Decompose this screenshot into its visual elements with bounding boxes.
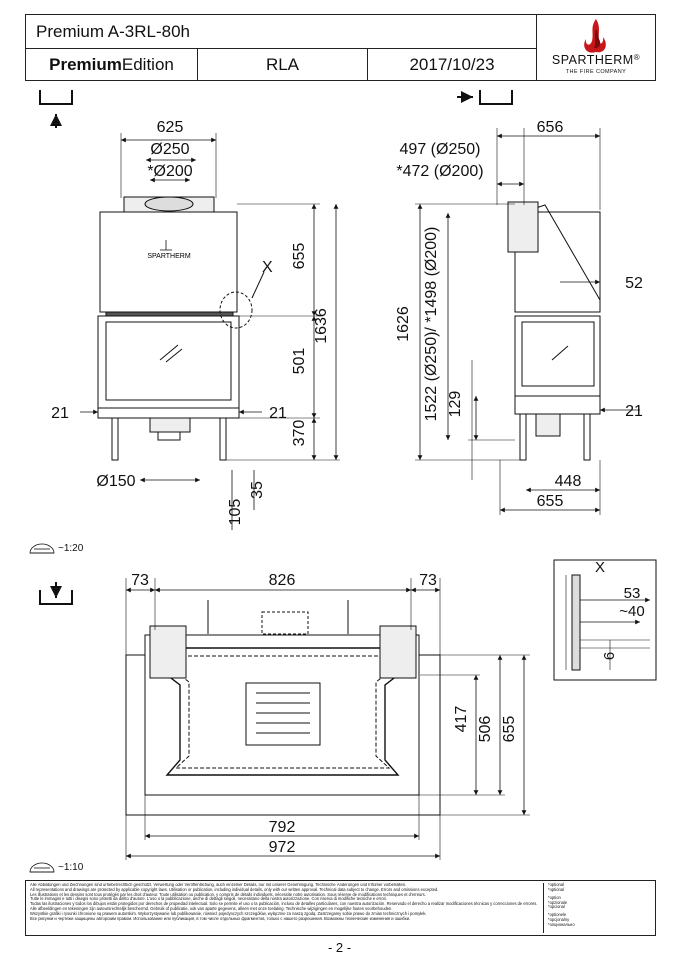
- dim-21-left: 21: [51, 405, 69, 422]
- dim-73-right: 73: [419, 572, 437, 589]
- dim-625: 625: [157, 119, 184, 136]
- dim-497: 497 (Ø250): [400, 141, 481, 158]
- detail-x-label: X: [262, 259, 273, 276]
- plan-grate: [245, 682, 321, 746]
- scale-icon-1-10: [29, 862, 55, 873]
- dim-flue-250: Ø250: [150, 141, 189, 158]
- dim-40: ~40: [619, 603, 644, 620]
- dim-792: 792: [269, 819, 296, 836]
- dim-105: 105: [227, 499, 244, 526]
- edition-cell: PremiumEdition: [26, 49, 198, 80]
- date-text: 2017/10/23: [409, 55, 495, 74]
- dim-370: 370: [291, 420, 308, 447]
- title-block: Premium A-3RL-80h PremiumEdition RLA 201…: [25, 14, 656, 81]
- page-number: - 2 -: [327, 940, 352, 955]
- scale-1-20: ~1:20: [58, 543, 84, 554]
- edition-strong: Premium: [49, 55, 122, 74]
- dim-655: 655: [291, 243, 308, 270]
- dim-21-side: 21: [625, 403, 643, 420]
- legal-footer: Alle Abbildungen und Zeichnungen sind ur…: [25, 880, 656, 936]
- detail-x-box: [553, 559, 657, 681]
- edition-rest: Edition: [121, 55, 174, 74]
- dim-53: 53: [624, 585, 641, 602]
- side-view: [415, 128, 640, 515]
- dim-655-side: 655: [537, 493, 564, 510]
- dim-417: 417: [453, 706, 470, 733]
- dim-1636: 1636: [313, 308, 330, 344]
- plan-view-symbol: [39, 582, 73, 605]
- dim-flue-200: *Ø200: [147, 163, 192, 180]
- dim-655-plan: 655: [501, 716, 518, 743]
- dim-150: Ø150: [96, 473, 135, 490]
- dim-21-right: 21: [269, 405, 287, 422]
- dim-1522: 1522 (Ø250)/ *1498 (Ø200): [423, 227, 440, 422]
- disclaimer-text: Alle Abbildungen und Zeichnungen sind ur…: [30, 883, 538, 921]
- logo-text: SPARTHERM: [551, 53, 634, 67]
- dim-1626: 1626: [395, 306, 412, 342]
- logo-reg: ®: [633, 53, 641, 62]
- plan-dimension-labels: 73 826 73 417 506 655 792 972: [131, 572, 518, 856]
- dim-826: 826: [269, 572, 296, 589]
- options-legend: *optional *optional *option *opzionale *…: [543, 882, 651, 933]
- dim-472: *472 (Ø200): [396, 163, 483, 180]
- side-firebox: [514, 315, 601, 397]
- logo-subtitle: THE FIRE COMPANY: [565, 69, 627, 75]
- scale-1-10: ~1:10: [58, 862, 84, 873]
- variant-cell: RLA: [198, 49, 368, 80]
- dim-506: 506: [477, 716, 494, 743]
- dim-448: 448: [555, 473, 582, 490]
- dim-52: 52: [625, 275, 643, 292]
- front-brand-label: SPARTHERM: [147, 253, 190, 260]
- dim-129: 129: [447, 391, 464, 418]
- dim-656: 656: [537, 119, 564, 136]
- front-firebox: [97, 315, 240, 409]
- detail-labels: X 53 ~40 6: [595, 559, 645, 660]
- side-hood: [514, 211, 601, 313]
- front-view-symbol: [39, 90, 73, 128]
- scale-icon-1-20: [29, 543, 55, 554]
- dim-6: 6: [601, 652, 618, 660]
- detail-x-circle: [219, 291, 253, 329]
- front-view: [80, 133, 340, 530]
- front-upper-hood: [99, 211, 238, 313]
- variant-text: RLA: [265, 55, 300, 74]
- dim-35: 35: [249, 481, 266, 499]
- date-cell: 2017/10/23: [368, 49, 537, 80]
- title-row: Premium A-3RL-80h: [26, 15, 537, 49]
- dim-73-left: 73: [131, 572, 149, 589]
- flame-icon: [584, 19, 606, 53]
- dim-501: 501: [291, 348, 308, 375]
- side-view-symbol: [457, 90, 513, 105]
- plan-view: [125, 578, 530, 860]
- front-glass: [105, 321, 232, 401]
- detail-x-title: X: [595, 559, 605, 576]
- spartherm-logo: SPARTHERM® THE FIRE COMPANY: [537, 15, 655, 80]
- side-dimension-labels: 497 (Ø250) *472 (Ø200) 656 52 1626 1522 …: [395, 119, 643, 510]
- model-title: Premium A-3RL-80h: [36, 22, 191, 41]
- dim-972: 972: [269, 839, 296, 856]
- front-dimension-labels: 625 Ø250 *Ø200 X 655 501 370 1636 21 21 …: [51, 119, 330, 525]
